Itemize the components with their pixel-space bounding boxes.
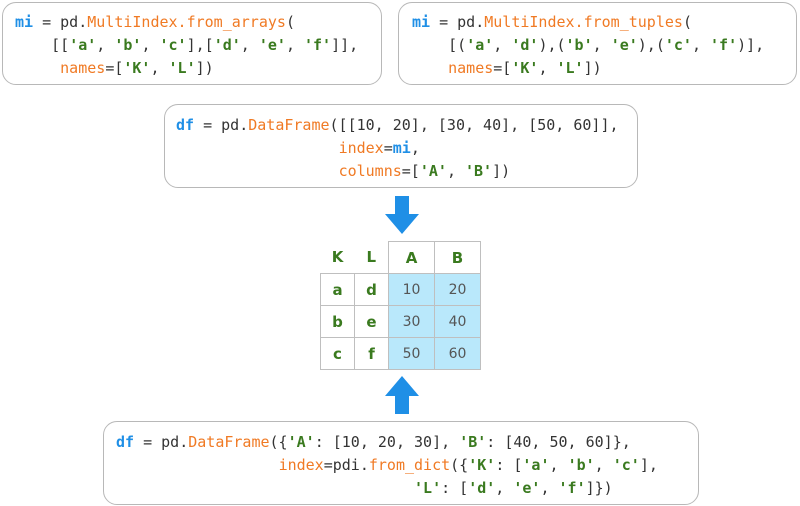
value-cell-a: 10	[388, 273, 435, 306]
index-cell-k: c	[320, 337, 355, 370]
value-cell-b: 60	[434, 337, 481, 370]
table-header-row: K L A B	[321, 241, 481, 274]
value-cell-a: 30	[388, 305, 435, 338]
code-box-dataframe-dict: df = pd.DataFrame({'A': [10, 20, 30], 'B…	[103, 421, 699, 505]
table-row: a d 10 20	[320, 273, 481, 306]
index-cell-l: f	[354, 337, 389, 370]
table-row: b e 30 40	[320, 305, 481, 338]
code-box-from-arrays: mi = pd.MultiIndex.from_arrays( [['a', '…	[2, 2, 382, 85]
code-from-tuples: mi = pd.MultiIndex.from_tuples( [('a', '…	[412, 13, 765, 77]
value-cell-a: 50	[388, 337, 435, 370]
index-cell-k: a	[320, 273, 355, 306]
index-cell-l: d	[354, 273, 389, 306]
index-cell-l: e	[354, 305, 389, 338]
code-dataframe-dict: df = pd.DataFrame({'A': [10, 20, 30], 'B…	[116, 433, 658, 497]
code-dataframe-mi: df = pd.DataFrame([[10, 20], [30, 40], […	[176, 116, 619, 180]
column-header-b: B	[434, 241, 481, 274]
index-name-k: K	[331, 248, 344, 267]
value-cell-b: 20	[434, 273, 481, 306]
arrow-down-icon	[385, 196, 419, 234]
value-cell-b: 40	[434, 305, 481, 338]
code-box-from-tuples: mi = pd.MultiIndex.from_tuples( [('a', '…	[398, 2, 797, 85]
arrow-up-icon	[385, 376, 419, 414]
table-row: c f 50 60	[320, 337, 481, 370]
column-header-a: A	[388, 241, 435, 274]
index-cell-k: b	[320, 305, 355, 338]
dataframe-result-table: K L A B a d 10 20 b e 30 40 c f 50 60	[320, 241, 481, 370]
code-from-arrays: mi = pd.MultiIndex.from_arrays( [['a', '…	[15, 13, 359, 77]
code-box-dataframe-mi: df = pd.DataFrame([[10, 20], [30, 40], […	[164, 104, 638, 188]
index-name-l: L	[366, 248, 377, 267]
